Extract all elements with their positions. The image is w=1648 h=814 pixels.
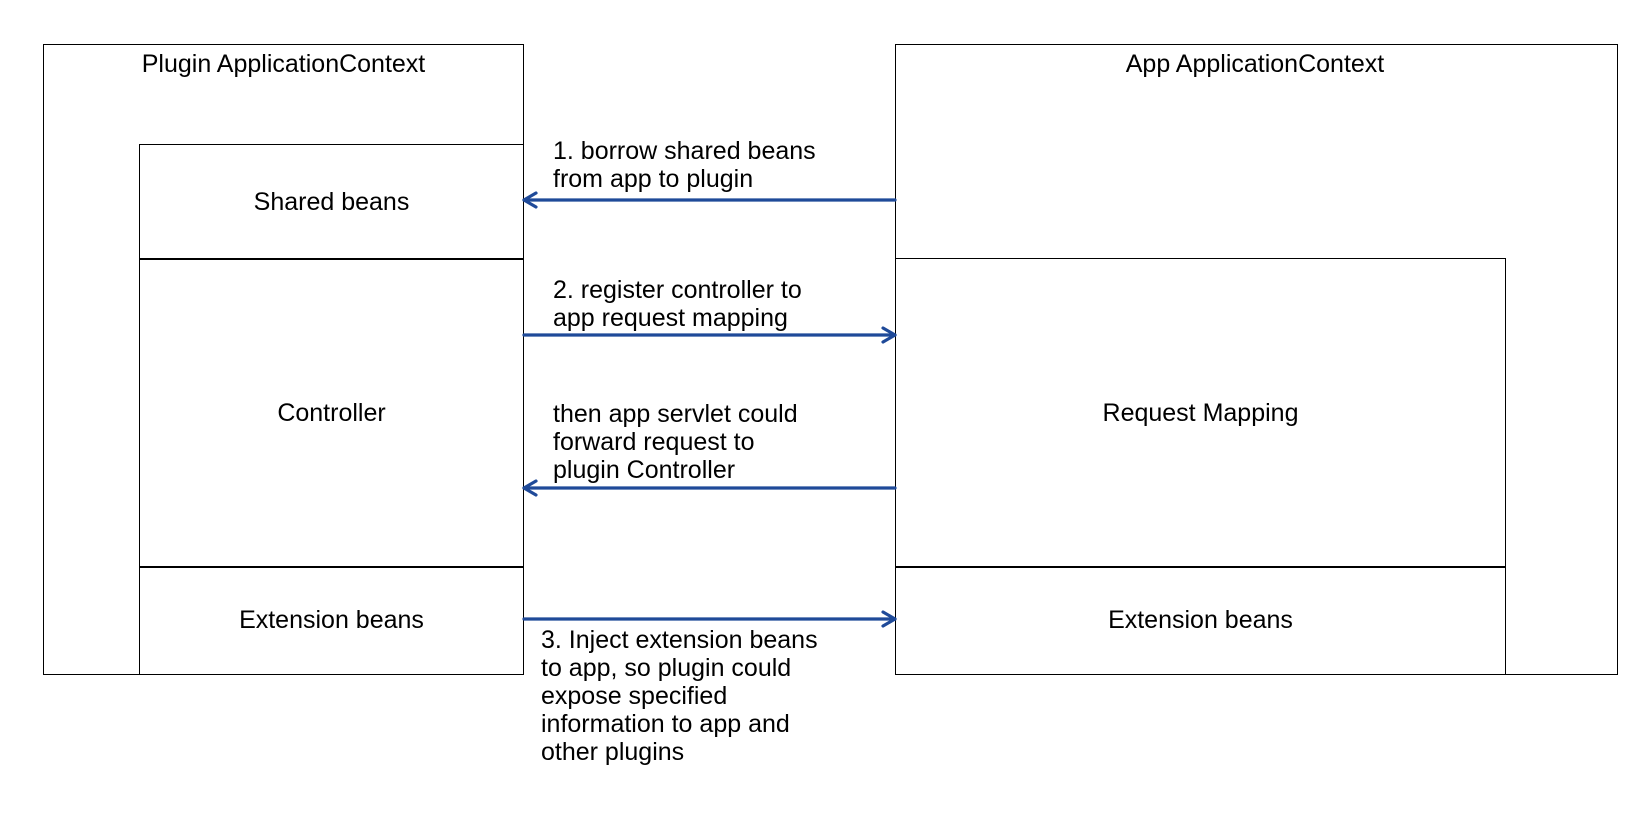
step2-label: 2. register controller to app request ma… (553, 276, 802, 332)
plugin-context-title: Plugin ApplicationContext (141, 50, 426, 78)
plugin-controller-box (139, 258, 524, 568)
step1-label: 1. borrow shared beans from app to plugi… (553, 137, 816, 193)
app-request-mapping-box (895, 258, 1506, 568)
plugin-shared-beans-label: Shared beans (253, 188, 410, 216)
plugin-shared-beans-box (139, 144, 524, 260)
app-context-title: App ApplicationContext (1125, 50, 1385, 78)
plugin-extension-beans-label: Extension beans (239, 606, 424, 634)
arrow-inject-extension-beans (522, 610, 897, 628)
forward-label: then app servlet could forward request t… (553, 400, 798, 484)
app-request-mapping-label: Request Mapping (1102, 399, 1299, 427)
arrow-register-controller (522, 326, 897, 344)
app-extension-beans-label: Extension beans (1108, 606, 1293, 634)
arrow-forward-request (522, 479, 897, 497)
arrow-borrow-shared-beans (522, 191, 897, 209)
plugin-controller-label: Controller (277, 399, 386, 427)
step3-label: 3. Inject extension beans to app, so plu… (541, 626, 818, 766)
